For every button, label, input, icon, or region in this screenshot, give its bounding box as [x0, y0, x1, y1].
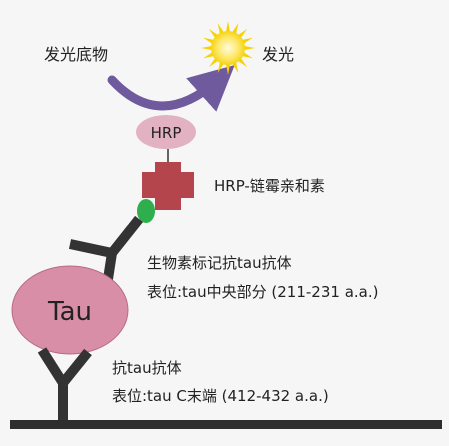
- capture-antibody: [37, 347, 92, 423]
- plate-surface: [10, 420, 442, 429]
- substrate-label: 发光底物: [44, 45, 108, 64]
- sun-ray: [232, 23, 239, 35]
- reaction-arrow: [107, 64, 235, 112]
- capture-antibody-title: 抗tau抗体: [112, 359, 182, 377]
- sun-core: [211, 31, 245, 65]
- hrp-enzyme: [136, 115, 196, 149]
- sun-ray: [241, 37, 253, 44]
- sun-ray: [237, 28, 248, 39]
- sun-ray: [217, 23, 224, 35]
- sun-ray: [203, 37, 215, 44]
- sun-ray: [243, 45, 255, 51]
- capture-antibody-epitope: 表位:tau C末端 (412-432 a.a.): [112, 387, 329, 405]
- capture-antibody-arms: [37, 347, 92, 392]
- sun-rays: [201, 21, 255, 75]
- tau-antigen: [11, 265, 129, 355]
- tau-label: Tau: [47, 297, 92, 327]
- detection-antibody-arm: [68, 215, 143, 259]
- sun-ray: [241, 52, 253, 59]
- sun-ray: [225, 63, 231, 75]
- product-label: 发光: [262, 45, 294, 64]
- conjugate-label: HRP-链霉亲和素: [214, 177, 325, 195]
- sun-ray: [201, 45, 213, 51]
- sun-ray: [208, 28, 219, 39]
- detection-antibody-title: 生物素标记抗tau抗体: [147, 254, 292, 272]
- sun-ray: [208, 57, 219, 68]
- sun-ray: [237, 57, 248, 68]
- hrp-label: HRP: [151, 124, 182, 142]
- biotin-dot: [137, 199, 155, 223]
- sun-ray: [217, 61, 224, 73]
- sun-ray: [203, 52, 215, 59]
- sun-ray: [225, 21, 231, 33]
- sun-ray: [232, 61, 239, 73]
- detection-antibody-epitope: 表位:tau中央部分 (211-231 a.a.): [147, 283, 378, 301]
- streptavidin-cross: [142, 162, 194, 210]
- light-sun-icon: [201, 21, 255, 75]
